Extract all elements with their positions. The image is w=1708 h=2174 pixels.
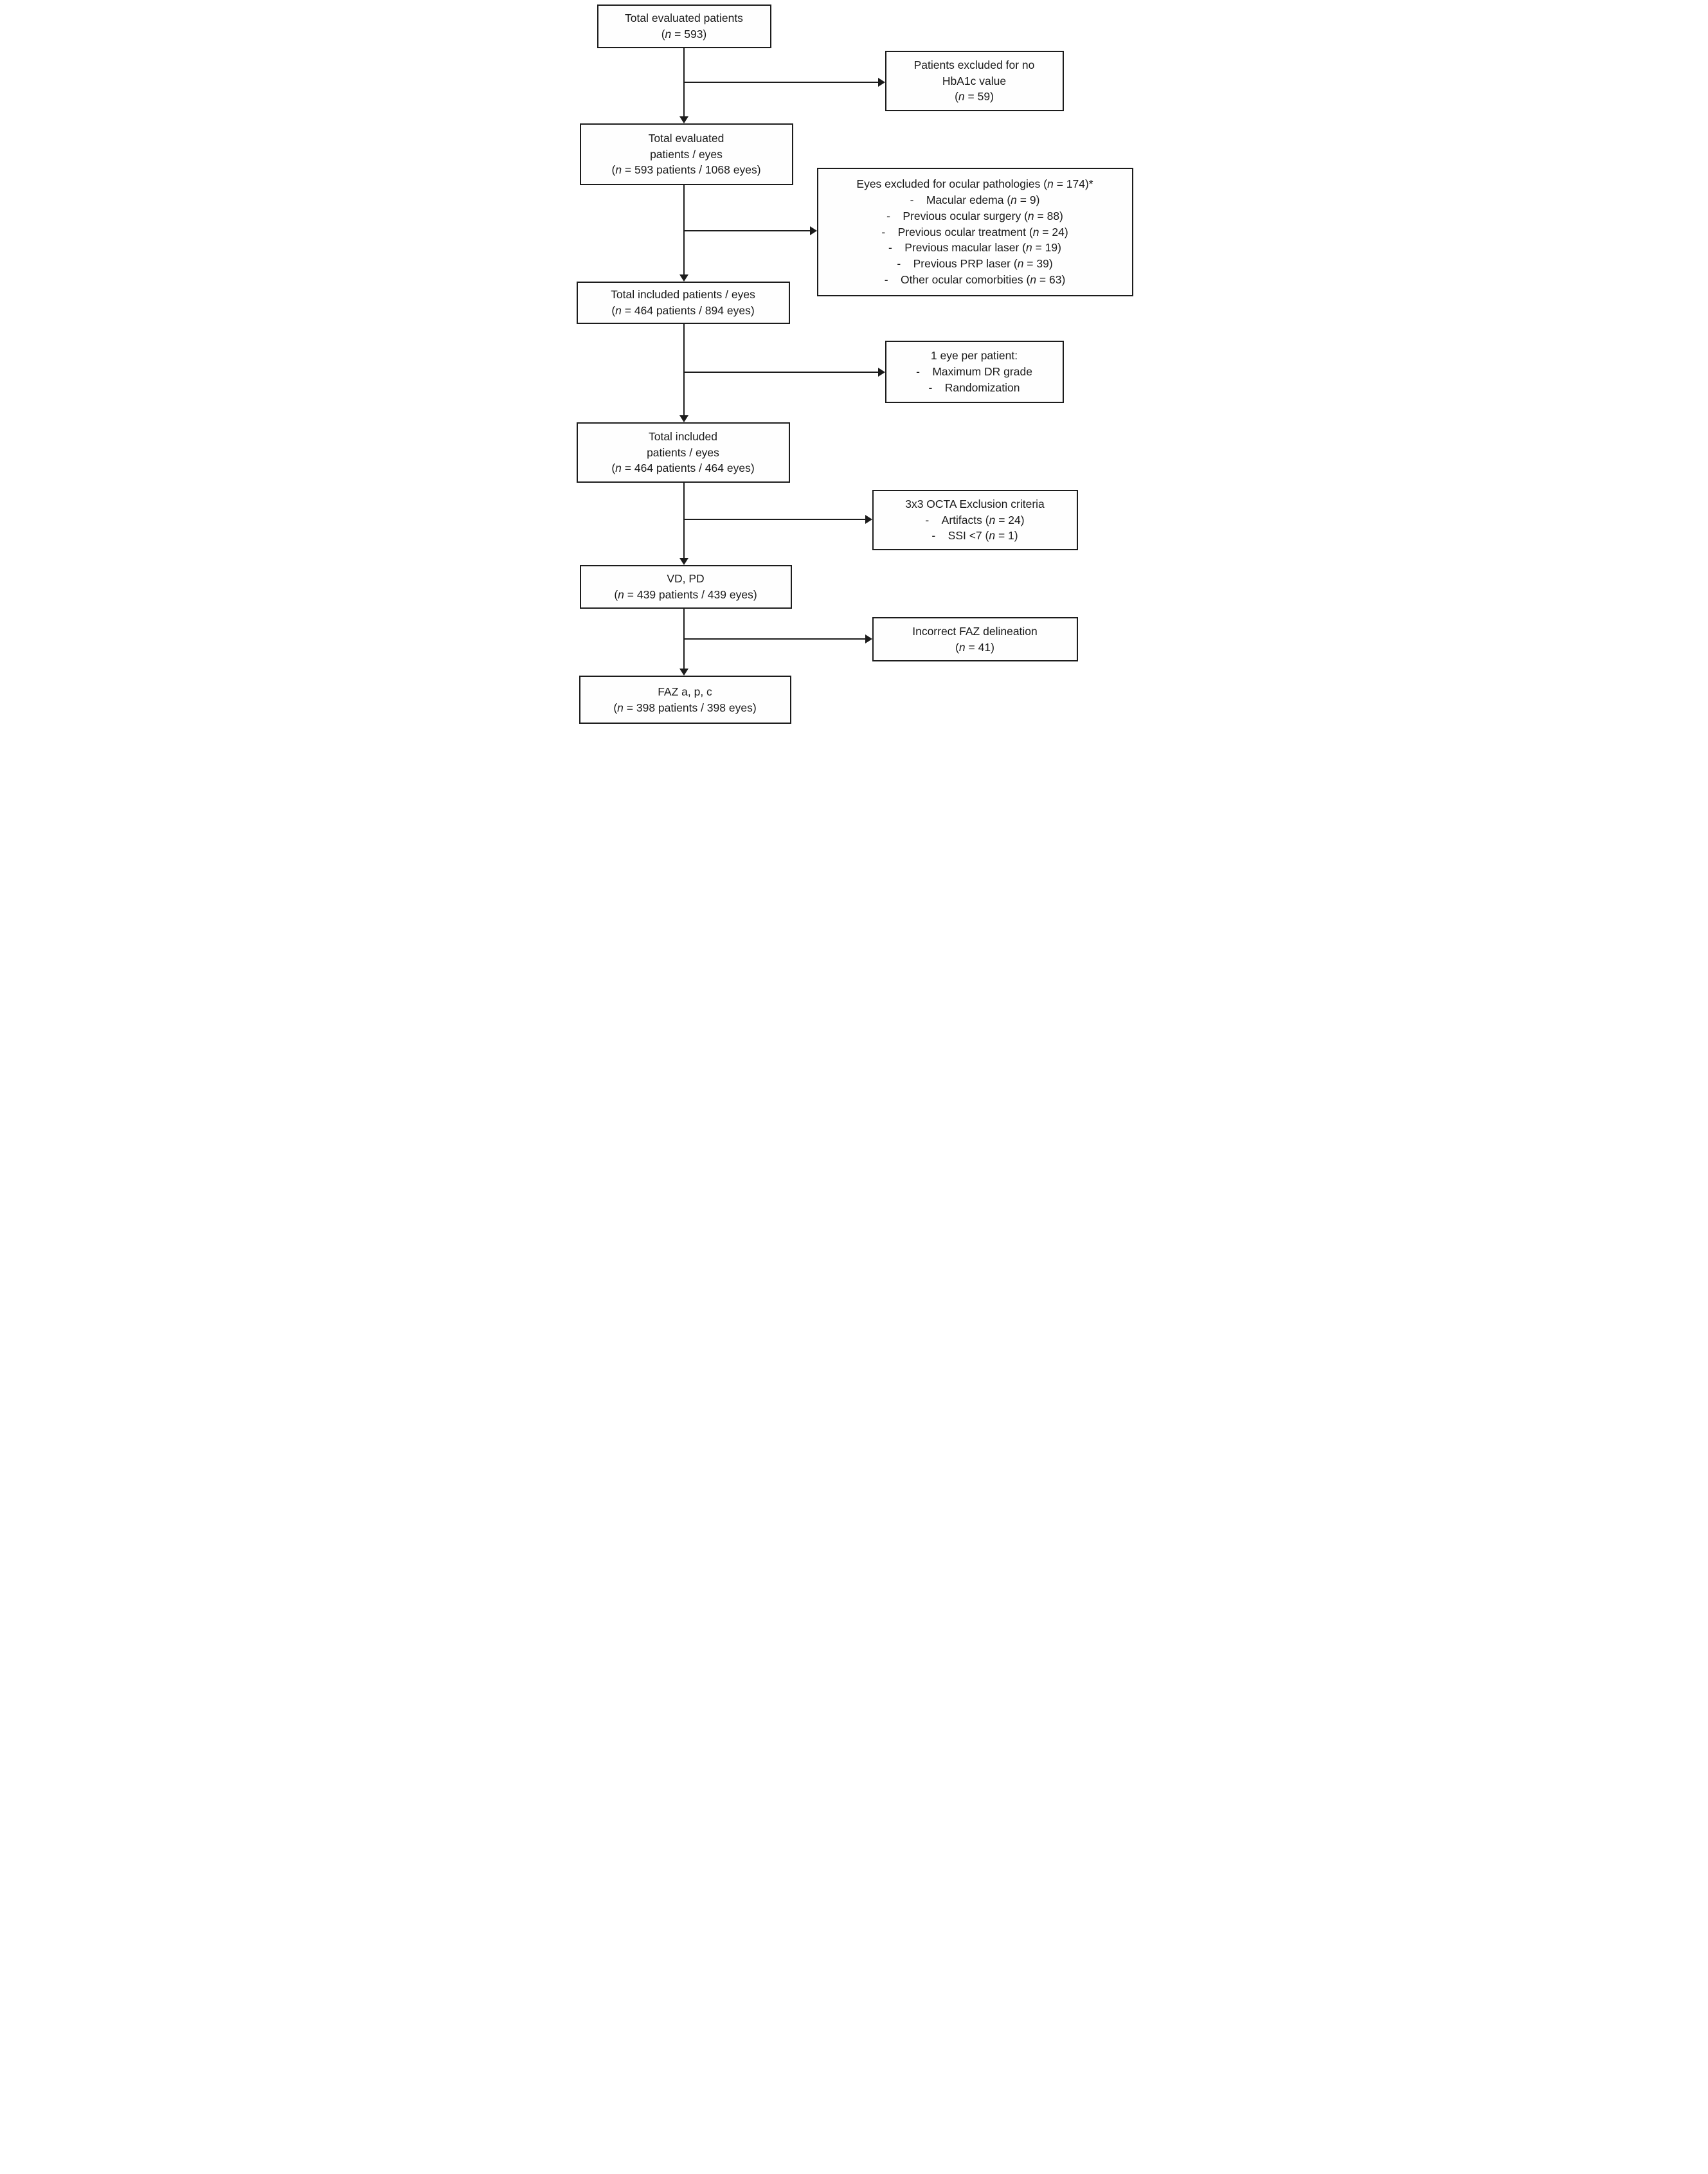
connector-line bbox=[683, 82, 878, 83]
text-line: 1 eye per patient: bbox=[930, 349, 1018, 363]
arrowhead-right-icon bbox=[865, 515, 872, 524]
node-faz-apc: FAZ a, p, c (n = 398 patients / 398 eyes) bbox=[579, 676, 791, 724]
text-line: - Maximum DR grade bbox=[916, 365, 1032, 379]
connector-line bbox=[683, 324, 685, 415]
text-line: - Artifacts (n = 24) bbox=[925, 513, 1025, 526]
connector-line bbox=[683, 638, 865, 640]
text-line: (n = 593 patients / 1068 eyes) bbox=[611, 163, 761, 177]
node-octa-exclusion-criteria: 3x3 OCTA Exclusion criteria - Artifacts (… bbox=[872, 490, 1078, 550]
text-line: patients / eyes bbox=[650, 147, 723, 161]
text-line: - Previous ocular treatment (n = 24) bbox=[881, 225, 1068, 238]
text-line: - Previous PRP laser (n = 39) bbox=[897, 257, 1053, 271]
node-one-eye-per-patient: 1 eye per patient: - Maximum DR grade - Ra… bbox=[885, 341, 1064, 403]
node-excluded-no-hba1c: Patients excluded for no HbA1c value (n = … bbox=[885, 51, 1064, 111]
arrowhead-right-icon bbox=[877, 78, 885, 87]
text-line: Total included patients / eyes bbox=[611, 288, 755, 301]
node-total-evaluated-patients: Total evaluated patients (n = 593) bbox=[597, 4, 771, 48]
connector-line bbox=[683, 230, 810, 231]
text-line: (n = 41) bbox=[955, 640, 994, 654]
node-total-included-patients-eyes-894: Total included patients / eyes (n = 464 p… bbox=[576, 282, 790, 324]
text-line: - Previous ocular surgery (n = 88) bbox=[886, 209, 1063, 222]
arrowhead-right-icon bbox=[877, 368, 885, 377]
text-line: FAZ a, p, c bbox=[658, 685, 712, 698]
node-eyes-excluded-ocular-pathologies: Eyes excluded for ocular pathologies (n … bbox=[816, 168, 1133, 296]
arrowhead-down-icon bbox=[679, 558, 688, 565]
text-line: VD, PD bbox=[667, 572, 705, 586]
text-line: patients / eyes bbox=[647, 445, 719, 459]
node-vd-pd: VD, PD (n = 439 patients / 439 eyes) bbox=[579, 565, 792, 609]
text-line: Total evaluated patients bbox=[625, 12, 743, 25]
text-line: - Previous macular laser (n = 19) bbox=[888, 241, 1061, 255]
arrowhead-right-icon bbox=[865, 634, 872, 643]
text-line: HbA1c value bbox=[942, 74, 1007, 87]
text-line: (n = 439 patients / 439 eyes) bbox=[614, 588, 757, 601]
text-line: - SSI <7 (n = 1) bbox=[931, 529, 1018, 543]
text-line: Patients excluded for no bbox=[913, 58, 1035, 71]
node-total-included-patients-eyes-464: Total included patients / eyes (n = 464 pa… bbox=[576, 422, 790, 483]
text-line: Incorrect FAZ delineation bbox=[912, 624, 1038, 638]
text-line: Total included bbox=[648, 429, 718, 443]
text-line: Eyes excluded for ocular pathologies (n … bbox=[856, 177, 1093, 191]
text-line: Total evaluated bbox=[648, 131, 724, 145]
node-incorrect-faz-delineation: Incorrect FAZ delineation (n = 41) bbox=[872, 617, 1078, 661]
text-line: (n = 593) bbox=[661, 28, 707, 40]
text-line: - Randomization bbox=[928, 381, 1020, 394]
connector-line bbox=[683, 519, 865, 520]
arrowhead-down-icon bbox=[679, 669, 688, 676]
arrowhead-down-icon bbox=[679, 274, 688, 282]
text-line: - Macular edema (n = 9) bbox=[910, 193, 1040, 206]
text-line: 3x3 OCTA Exclusion criteria bbox=[905, 497, 1045, 510]
arrowhead-down-icon bbox=[679, 116, 688, 123]
text-line: (n = 464 patients / 464 eyes) bbox=[611, 462, 755, 475]
connector-line bbox=[683, 185, 685, 274]
flowchart-canvas: Total evaluated patients (n = 593) Total … bbox=[569, 0, 1139, 724]
arrowhead-down-icon bbox=[679, 415, 688, 422]
connector-line bbox=[683, 483, 685, 558]
text-line: - Other ocular comorbities (n = 63) bbox=[884, 273, 1066, 287]
connector-line bbox=[683, 372, 878, 373]
text-line: (n = 464 patients / 894 eyes) bbox=[611, 304, 755, 317]
text-line: (n = 398 patients / 398 eyes) bbox=[613, 701, 757, 714]
text-line: (n = 59) bbox=[955, 90, 994, 103]
arrowhead-right-icon bbox=[809, 226, 817, 235]
node-total-evaluated-patients-eyes: Total evaluated patients / eyes (n = 593 p… bbox=[579, 123, 793, 185]
